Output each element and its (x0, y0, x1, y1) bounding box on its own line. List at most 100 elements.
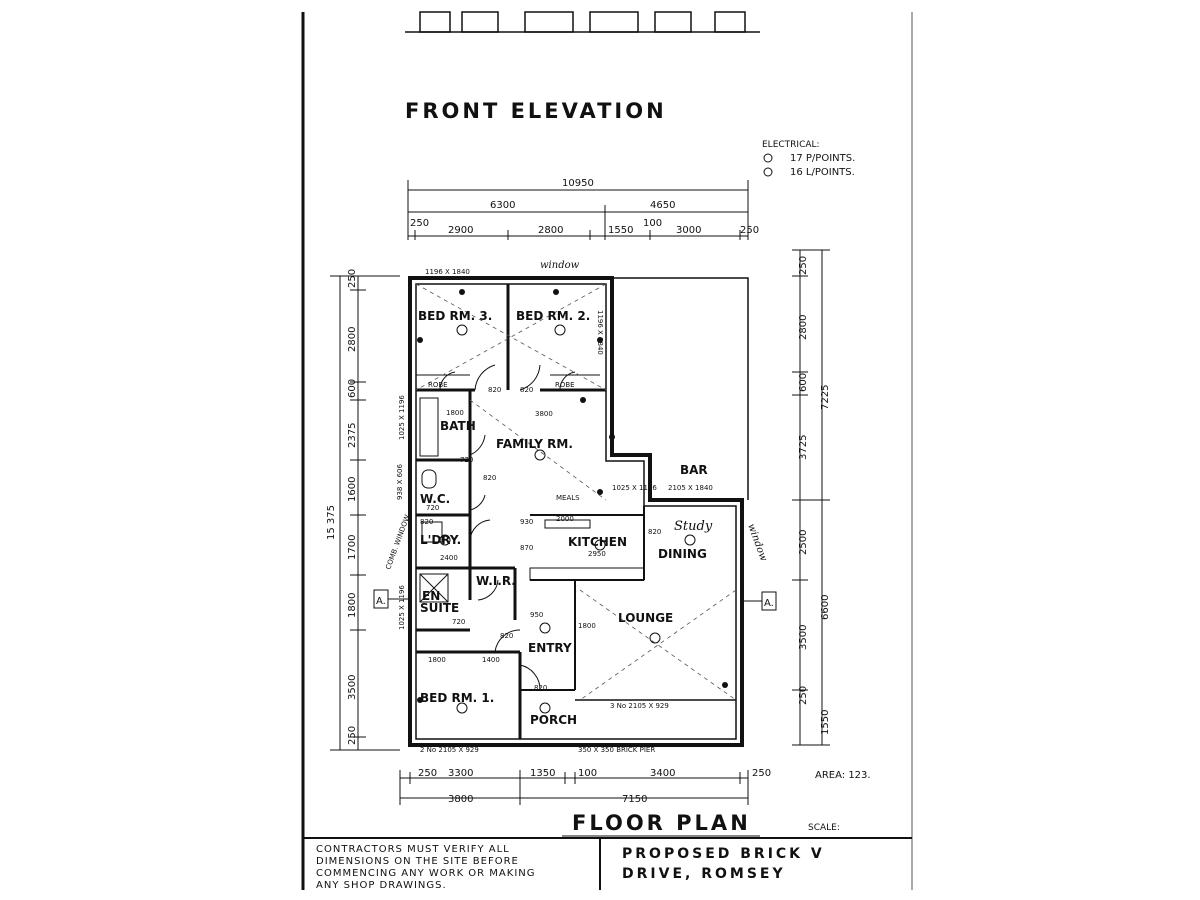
dim-top-seg: 1550 (608, 225, 633, 236)
shower (419, 573, 449, 603)
light-point-icon (763, 167, 773, 177)
dim-interior: 720 (452, 618, 465, 626)
dim-interior: 720 (426, 504, 439, 512)
dim-left-seg: 250 (347, 269, 358, 288)
dim-top-seg: 2900 (448, 225, 473, 236)
room-robe: ROBE (428, 381, 448, 389)
title-block-line: PROPOSED BRICK V (622, 846, 825, 862)
window-labels: window window 1196 X 1840 1196 X 1840 10… (384, 260, 769, 754)
dim-bottom-seg: 3300 (448, 768, 473, 779)
bottom-dimensions (399, 770, 749, 805)
dim-interior: 820 (483, 474, 496, 482)
contractor-note-line: DIMENSIONS ON THE SITE BEFORE (316, 856, 519, 867)
dim-left-seg: 3500 (347, 675, 358, 700)
dim-overall-depth: 15 375 (326, 505, 337, 540)
title-block (303, 837, 912, 890)
room-study: Study (674, 519, 713, 534)
room-ensuite-1: EN (422, 589, 440, 603)
dim-interior: 950 (530, 611, 543, 619)
dim-right-seg: 2800 (798, 315, 809, 340)
kitchen-bench (529, 567, 645, 581)
window-size: 1025 X 1196 (612, 484, 657, 492)
dim-top-seg: 250 (410, 218, 429, 229)
top-dimensions (407, 180, 749, 240)
window-size: 1196 X 1840 (425, 268, 470, 276)
dim-top-left: 6300 (490, 200, 515, 211)
dim-left-seg: 2375 (347, 423, 358, 448)
window-size: 2 No 2105 X 929 (420, 746, 479, 754)
contractor-note-line: CONTRACTORS MUST VERIFY ALL (316, 844, 510, 855)
dim-bottom-seg: 100 (578, 768, 597, 779)
kitchen-island (544, 519, 591, 529)
elevation-fragment (405, 11, 760, 33)
top-dimension-labels: 10950 6300 4650 250 2900 2800 1550 100 3… (410, 178, 759, 236)
left-dimensions (330, 275, 400, 751)
dim-interior: 3800 (535, 410, 553, 418)
right-dimension-labels: 250 2800 600 3725 2500 3500 250 1550 722… (798, 256, 831, 735)
power-points-marks (417, 289, 728, 703)
dim-interior: 820 (520, 386, 533, 394)
fittings (419, 397, 645, 603)
window-size: 1025 X 1196 (398, 585, 406, 630)
room-dining: DINING (658, 547, 707, 561)
dim-interior: 1400 (482, 656, 500, 664)
dim-top-right: 4650 (650, 200, 675, 211)
dim-bottom-total: 7150 (622, 794, 647, 805)
power-point-icon (763, 153, 773, 163)
brick-pier-label: 350 X 350 BRICK PIER (578, 746, 655, 754)
dim-interior: 820 (420, 518, 433, 526)
light-points (439, 324, 696, 714)
room-robe: ROBE (555, 381, 575, 389)
laundry-tub (421, 521, 443, 543)
room-bar: BAR (680, 463, 708, 477)
dim-interior: 820 (534, 684, 547, 692)
dim-bottom-seg: 250 (752, 768, 771, 779)
electrical-title: ELECTRICAL: (762, 140, 820, 150)
section-marker-left: A. (376, 596, 386, 607)
dim-interior: 820 (500, 632, 513, 640)
area-label: AREA: 123. (815, 770, 871, 781)
scale-label: SCALE: (808, 823, 840, 833)
dim-right-total: 6600 (820, 595, 831, 620)
contractor-note-line: ANY SHOP DRAWINGS. (316, 880, 447, 891)
dim-right-seg: 3500 (798, 625, 809, 650)
title-block-line: DRIVE, ROMSEY (622, 866, 786, 882)
room-ldry: L'DRY. (420, 533, 461, 547)
room-bed2: BED RM. 2. (516, 309, 590, 323)
dim-interior: 720 (460, 456, 473, 464)
dim-interior: 820 (648, 528, 661, 536)
room-family: FAMILY RM. (496, 437, 573, 451)
window-size: 938 X 606 (396, 463, 404, 500)
section-markers: A. A. (373, 589, 777, 611)
dim-right-seg: 250 (798, 256, 809, 275)
dim-top-seg: 250 (740, 225, 759, 236)
room-wir: W.I.R. (476, 574, 516, 588)
room-lounge: LOUNGE (618, 611, 673, 625)
dim-left-seg: 1700 (347, 535, 358, 560)
light-points: 16 L/POINTS. (790, 167, 855, 178)
dim-left-seg: 1600 (347, 477, 358, 502)
dim-left-seg: 250 (347, 726, 358, 745)
front-elevation-title: FRONT ELEVATION (405, 99, 667, 123)
door-swings (439, 364, 576, 691)
interior-dimensions: 820 820 3800 720 820 720 2400 820 930 87… (420, 386, 661, 692)
window-label-top: window (540, 260, 580, 271)
contractor-note-line: COMMENCING ANY WORK OR MAKING (316, 868, 536, 879)
dim-interior: 2950 (588, 550, 606, 558)
dim-left-seg: 1800 (347, 593, 358, 618)
window-size: 2105 X 1840 (668, 484, 713, 492)
electrical-notes: ELECTRICAL: 17 P/POINTS. 16 L/POINTS. (762, 140, 855, 178)
room-entry: ENTRY (528, 641, 572, 655)
room-porch: PORCH (530, 713, 577, 727)
dim-right-seg: 1550 (820, 710, 831, 735)
dim-interior: 1800 (578, 622, 596, 630)
dim-right-seg: 600 (798, 373, 809, 392)
room-bed3: BED RM. 3. (418, 309, 492, 323)
dim-bottom-total: 3800 (448, 794, 473, 805)
dim-top-seg: 3000 (676, 225, 701, 236)
dim-top-seg: 100 (643, 218, 662, 229)
window-size: 3 No 2105 X 929 (610, 702, 669, 710)
left-dimension-labels: 15 375 250 2800 600 2375 1600 1700 1800 … (326, 269, 358, 745)
dim-interior: 2400 (440, 554, 458, 562)
